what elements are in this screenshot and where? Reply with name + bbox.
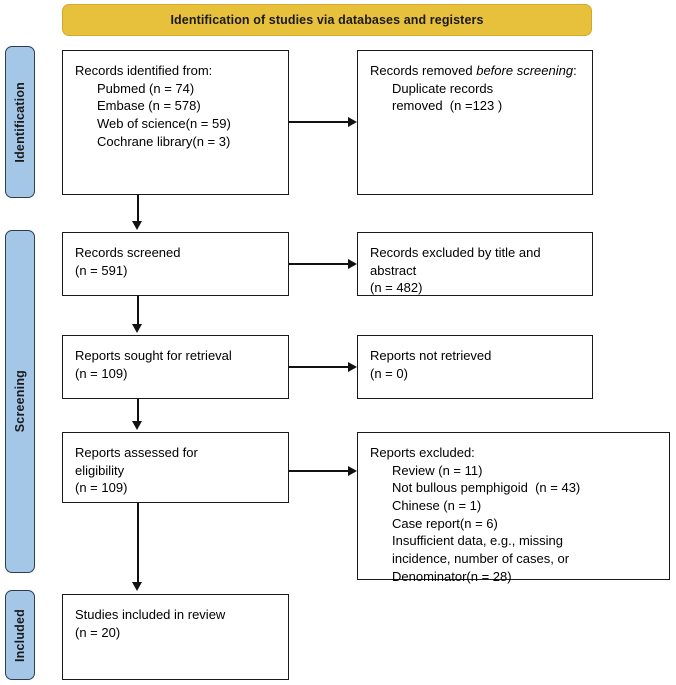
records-identified-pubmed: Pubmed (n = 74) [97, 80, 195, 96]
connector-sought-to-assessed [137, 399, 139, 423]
box-reports-excluded: Reports excluded: Review (n = 11) Not bu… [357, 432, 670, 584]
records-removed-duplicate: Duplicate records [392, 80, 494, 96]
arrow-screened-to-excluded [348, 259, 357, 269]
records-screened-label: Records screened [75, 245, 181, 260]
records-removed-heading-pre: Records removed [370, 63, 477, 78]
banner-identification-header: Identification of studies via databases … [62, 4, 592, 36]
connector-assessed-to-included [137, 503, 139, 583]
arrow-sought-to-not-retrieved [348, 362, 357, 372]
records-removed-heading-italic: before screening [476, 63, 574, 78]
connector-sought-to-not-retrieved [289, 366, 349, 368]
box-records-excluded-title-abstract: Records excluded by title and abstract (… [357, 232, 593, 296]
connector-assessed-to-reports-excluded [289, 470, 349, 472]
box-reports-sought: Reports sought for retrieval (n = 109) [62, 335, 289, 399]
box-studies-included-text: Studies included in review (n = 20) [75, 606, 276, 641]
reports-sought-label: Reports sought for retrieval [75, 348, 232, 363]
reports-excluded-not-bullous-pemphigoid: Not bullous pemphigoid (n = 43) [392, 480, 581, 496]
arrow-identified-to-removed [348, 117, 357, 127]
reports-excluded-insufficient-data: Insufficient data, e.g., missing [392, 533, 564, 549]
reports-excluded-chinese: Chinese (n = 1) [392, 498, 482, 514]
box-records-removed-text: Records removed before screening: Duplic… [370, 62, 580, 115]
records-screened-count: (n = 591) [75, 262, 128, 278]
records-identified-web-of-science: Web of science(n = 59) [97, 116, 231, 132]
stage-label-included: Included [5, 590, 35, 680]
box-reports-not-retrieved-text: Reports not retrieved (n = 0) [370, 347, 580, 382]
reports-excluded-heading: Reports excluded: [370, 445, 475, 460]
stage-label-screening-text: Screening [13, 370, 27, 433]
records-identified-embase: Embase (n = 578) [97, 98, 201, 114]
arrow-sought-to-assessed [132, 421, 142, 430]
box-records-excluded-title-abstract-text: Records excluded by title and abstract (… [370, 244, 580, 297]
reports-excluded-review: Review (n = 11) [392, 462, 483, 478]
reports-not-retrieved-count: (n = 0) [370, 365, 408, 381]
connector-identified-to-screened [137, 195, 139, 223]
box-studies-included: Studies included in review (n = 20) [62, 594, 289, 680]
arrow-screened-to-sought [132, 324, 142, 333]
reports-assessed-line1: Reports assessed for [75, 445, 198, 460]
box-records-screened: Records screened (n = 591) [62, 232, 289, 296]
records-removed-count: removed (n =123 ) [392, 98, 503, 114]
box-reports-sought-text: Reports sought for retrieval (n = 109) [75, 347, 276, 382]
stage-label-identification: Identification [5, 46, 35, 198]
box-reports-assessed: Reports assessed for eligibility (n = 10… [62, 432, 289, 503]
studies-included-count: (n = 20) [75, 624, 121, 640]
stage-label-screening: Screening [5, 230, 35, 573]
connector-screened-to-sought [137, 296, 139, 326]
reports-assessed-count: (n = 109) [75, 480, 128, 496]
box-records-removed: Records removed before screening: Duplic… [357, 50, 593, 195]
reports-assessed-line2: eligibility [75, 462, 125, 478]
records-excluded-count: (n = 482) [370, 280, 423, 296]
records-removed-heading-post: : [573, 63, 577, 78]
reports-not-retrieved-label: Reports not retrieved [370, 348, 492, 363]
box-records-identified-text: Records identified from: Pubmed (n = 74)… [75, 62, 276, 150]
arrow-assessed-to-included [132, 582, 142, 591]
arrow-identified-to-screened [132, 221, 142, 230]
records-identified-heading: Records identified from: [75, 63, 213, 78]
reports-sought-count: (n = 109) [75, 365, 128, 381]
records-identified-cochrane: Cochrane library(n = 3) [97, 133, 231, 149]
reports-excluded-case-report: Case report(n = 6) [392, 515, 498, 531]
records-excluded-line1: Records excluded by title and [370, 245, 541, 260]
box-reports-excluded-text: Reports excluded: Review (n = 11) Not bu… [370, 444, 657, 585]
reports-excluded-denominator: Denominator(n = 28) [392, 568, 512, 584]
reports-excluded-insufficient-data-cont1: incidence, number of cases, or [392, 551, 570, 567]
box-records-screened-text: Records screened (n = 591) [75, 244, 276, 279]
banner-title: Identification of studies via databases … [170, 13, 484, 27]
connector-screened-to-excluded [289, 263, 349, 265]
box-reports-not-retrieved: Reports not retrieved (n = 0) [357, 335, 593, 399]
arrow-assessed-to-reports-excluded [348, 466, 357, 476]
studies-included-label: Studies included in review [75, 607, 226, 622]
box-records-identified: Records identified from: Pubmed (n = 74)… [62, 50, 289, 195]
stage-label-identification-text: Identification [13, 81, 27, 163]
connector-identified-to-removed [289, 121, 349, 123]
box-reports-assessed-text: Reports assessed for eligibility (n = 10… [75, 444, 276, 497]
stage-label-included-text: Included [13, 608, 27, 662]
records-excluded-line2: abstract [370, 262, 417, 278]
